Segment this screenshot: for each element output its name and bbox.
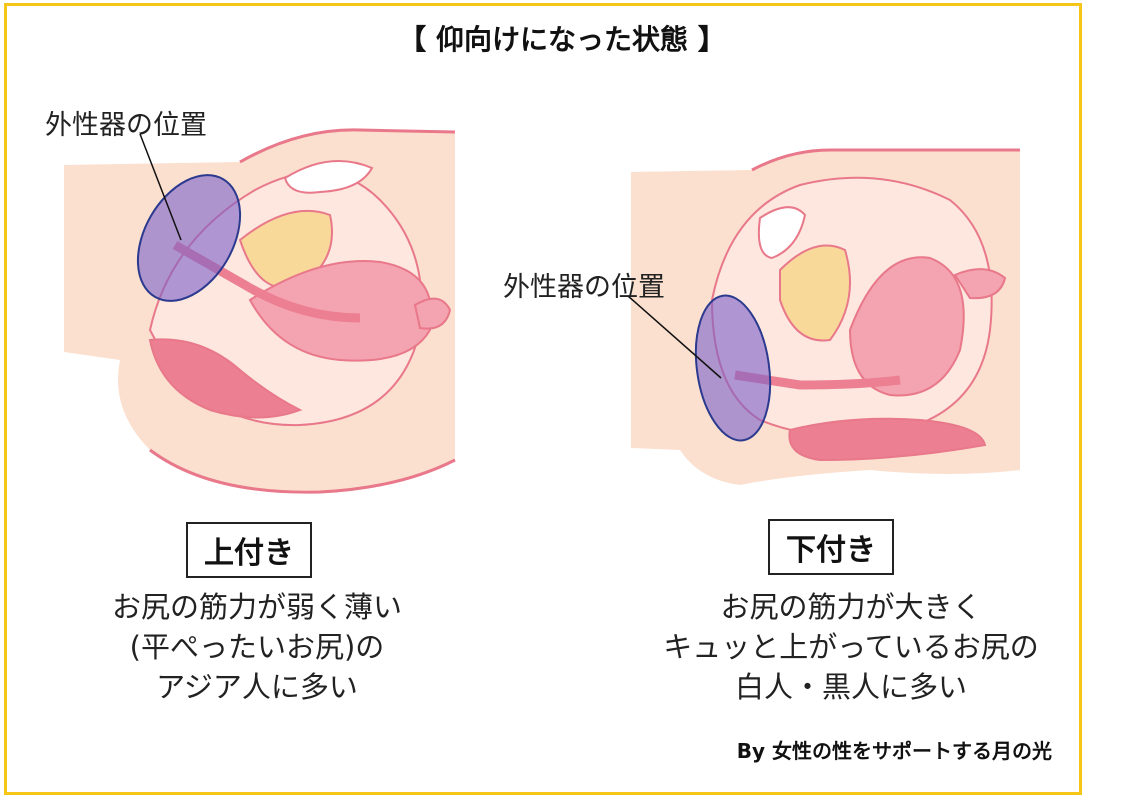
left-description: お尻の筋力が弱く薄い (平ぺったいお尻)の アジア人に多い [37,587,477,707]
left-body-outline [239,128,456,164]
right-callout-line [627,295,722,379]
left-rectum [148,338,303,419]
right-rectum [788,417,987,462]
right-anatomy-figure [627,148,1020,485]
right-description-line-3: 白人・黒人に多い [734,670,967,704]
right-ovary [953,268,1007,300]
left-description-line-2: (平ぺったいお尻)の [129,630,385,664]
right-description-line-1: お尻の筋力が大きく [720,590,982,624]
right-genital-highlight [694,294,772,442]
right-description: お尻の筋力が大きく キュッと上がっているお尻の 白人・黒人に多い [631,587,1071,707]
left-lower-outline [149,448,456,494]
right-badge: 下付き [768,519,894,575]
left-pubic-yellow [238,209,333,289]
page-title: 【 仰向けになった状態 】 [398,23,726,56]
left-callout-label: 外性器の位置 [45,110,207,141]
right-description-line-2: キュッと上がっているお尻の [663,630,1039,664]
left-description-line-1: お尻の筋力が弱く薄い [111,590,402,624]
right-pubic-yellow [779,244,851,342]
left-vaginal-canal [172,241,361,323]
yellow-frame [4,3,1082,795]
left-uterus [248,260,433,362]
right-callout-label: 外性器の位置 [503,272,665,303]
left-anatomy-figure [64,128,456,494]
right-bladder-white [757,206,807,260]
left-ovary [413,297,452,330]
credit-text: By 女性の性をサポートする月の光 [736,739,1052,763]
left-description-line-3: アジア人に多い [156,670,358,704]
left-bladder-white [283,159,374,194]
left-genital-highlight [136,174,242,302]
left-badge: 上付き [186,522,312,578]
right-vaginal-canal [734,370,901,390]
right-upper-outline [751,148,1020,172]
left-callout-line [139,133,182,241]
